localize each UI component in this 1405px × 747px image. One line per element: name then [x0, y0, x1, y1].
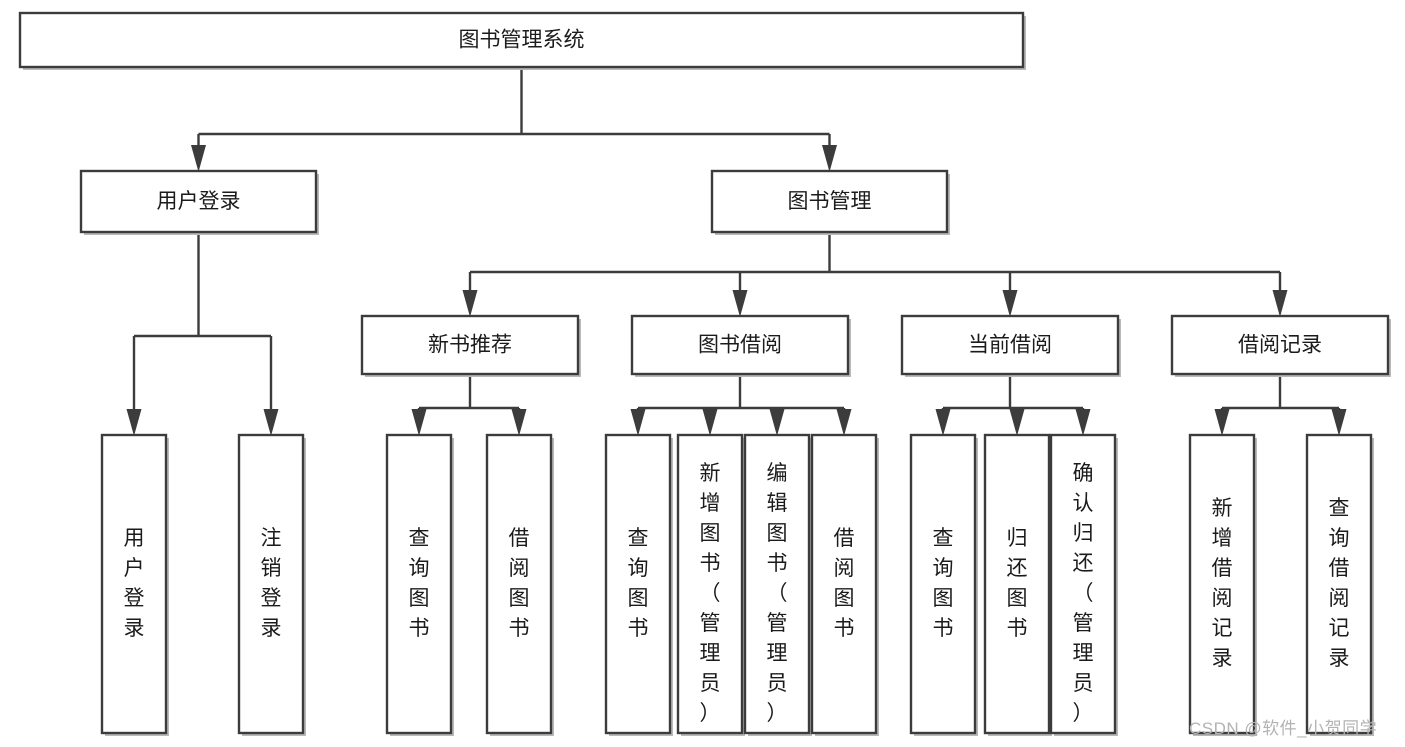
node-label: 归还图书: [1007, 527, 1028, 640]
node-box[interactable]: [237, 433, 305, 735]
node-box[interactable]: [1305, 433, 1373, 735]
node-label: 新增借阅记录: [1212, 497, 1233, 670]
node-box[interactable]: [630, 314, 850, 376]
node-box[interactable]: [710, 169, 949, 234]
arrow-head-icon: [263, 409, 279, 436]
connector-group: [462, 232, 1288, 317]
node-label: 注销登录: [261, 527, 282, 640]
node-leaf-query-book-2[interactable]: 查询图书: [604, 433, 673, 736]
node-leaf-query-book-3[interactable]: 查询图书: [909, 433, 978, 736]
node-layer: 图书管理系统用户登录图书管理新书推荐图书借阅当前借阅借阅记录用户登录注销登录查询…: [18, 11, 1391, 736]
node-leaf-user-login[interactable]: 用户登录: [100, 433, 169, 736]
node-leaf-add-record[interactable]: 新增借阅记录: [1188, 433, 1257, 736]
arrow-head-icon: [411, 409, 427, 436]
arrow-head-icon: [462, 290, 478, 317]
node-box[interactable]: [385, 433, 453, 735]
node-box[interactable]: [1170, 314, 1390, 376]
arrow-head-icon: [769, 409, 785, 436]
arrow-head-icon: [630, 409, 646, 436]
node-label: 查询图书: [409, 527, 430, 640]
node-label: 借阅图书: [509, 527, 530, 640]
node-box[interactable]: [18, 11, 1025, 69]
node-leaf-borrow-book-2[interactable]: 借阅图书: [810, 433, 879, 736]
arrow-head-icon: [1272, 290, 1288, 317]
node-label: 编辑图书（管理员）: [767, 462, 788, 725]
node-box[interactable]: [1188, 433, 1256, 735]
arrow-head-icon: [1214, 409, 1230, 436]
node-box[interactable]: [810, 433, 878, 735]
node-label: 用户登录: [124, 527, 145, 640]
node-box[interactable]: [743, 433, 811, 735]
connector-group: [126, 232, 279, 436]
node-root[interactable]: 图书管理系统: [18, 11, 1026, 70]
arrow-head-icon: [935, 409, 951, 436]
node-box[interactable]: [485, 433, 553, 735]
node-book-borrow[interactable]: 图书借阅: [630, 314, 851, 377]
node-new-book-rec[interactable]: 新书推荐: [360, 314, 581, 377]
node-leaf-add-book[interactable]: 新增图书（管理员）: [676, 433, 745, 736]
node-box[interactable]: [909, 433, 977, 735]
node-label: 图书管理系统: [459, 29, 585, 52]
connector-group: [1214, 374, 1347, 436]
node-label: 图书借阅: [698, 334, 782, 357]
node-label: 查询图书: [628, 527, 649, 640]
node-leaf-edit-book[interactable]: 编辑图书（管理员）: [743, 433, 812, 736]
arrow-head-icon: [1331, 409, 1347, 436]
node-box[interactable]: [676, 433, 744, 735]
node-borrow-record[interactable]: 借阅记录: [1170, 314, 1391, 377]
arrow-head-icon: [702, 409, 718, 436]
node-leaf-user-logout[interactable]: 注销登录: [237, 433, 306, 736]
node-leaf-query-book-1[interactable]: 查询图书: [385, 433, 454, 736]
node-label: 新书推荐: [428, 334, 512, 357]
node-current-borrow[interactable]: 当前借阅: [900, 314, 1121, 377]
node-label: 借阅图书: [834, 527, 855, 640]
node-box[interactable]: [100, 433, 168, 735]
node-box[interactable]: [604, 433, 672, 735]
node-box[interactable]: [983, 433, 1051, 735]
arrow-head-icon: [1002, 290, 1018, 317]
node-box[interactable]: [1049, 433, 1117, 735]
arrow-head-icon: [1009, 409, 1025, 436]
connector-layer: [126, 67, 1347, 436]
arrow-head-icon: [511, 409, 527, 436]
node-label: 确认归还（管理员）: [1073, 462, 1094, 725]
node-label: 用户登录: [157, 190, 241, 213]
connector-group: [630, 374, 852, 436]
node-leaf-query-record[interactable]: 查询借阅记录: [1305, 433, 1374, 736]
node-label: 图书管理: [788, 190, 872, 213]
node-leaf-borrow-book-1[interactable]: 借阅图书: [485, 433, 554, 736]
node-leaf-confirm-return[interactable]: 确认归还（管理员）: [1049, 433, 1118, 736]
connector-group: [935, 374, 1091, 436]
node-user-login[interactable]: 用户登录: [79, 169, 319, 235]
node-label: 新增图书（管理员）: [700, 462, 721, 725]
connector-group: [411, 374, 527, 436]
node-label: 查询借阅记录: [1329, 497, 1350, 670]
arrow-head-icon: [822, 145, 837, 172]
node-label: 查询图书: [933, 527, 954, 640]
node-box[interactable]: [360, 314, 580, 376]
connector-group: [191, 67, 837, 172]
arrow-head-icon: [1075, 409, 1091, 436]
node-box[interactable]: [79, 169, 318, 234]
node-leaf-return-book[interactable]: 归还图书: [983, 433, 1052, 736]
node-box[interactable]: [900, 314, 1120, 376]
arrow-head-icon: [732, 290, 748, 317]
node-label: 当前借阅: [968, 334, 1052, 357]
node-label: 借阅记录: [1238, 334, 1322, 357]
arrow-head-icon: [126, 409, 142, 436]
arrow-head-icon: [836, 409, 852, 436]
node-book-manage[interactable]: 图书管理: [710, 169, 950, 235]
arrow-head-icon: [191, 145, 206, 172]
